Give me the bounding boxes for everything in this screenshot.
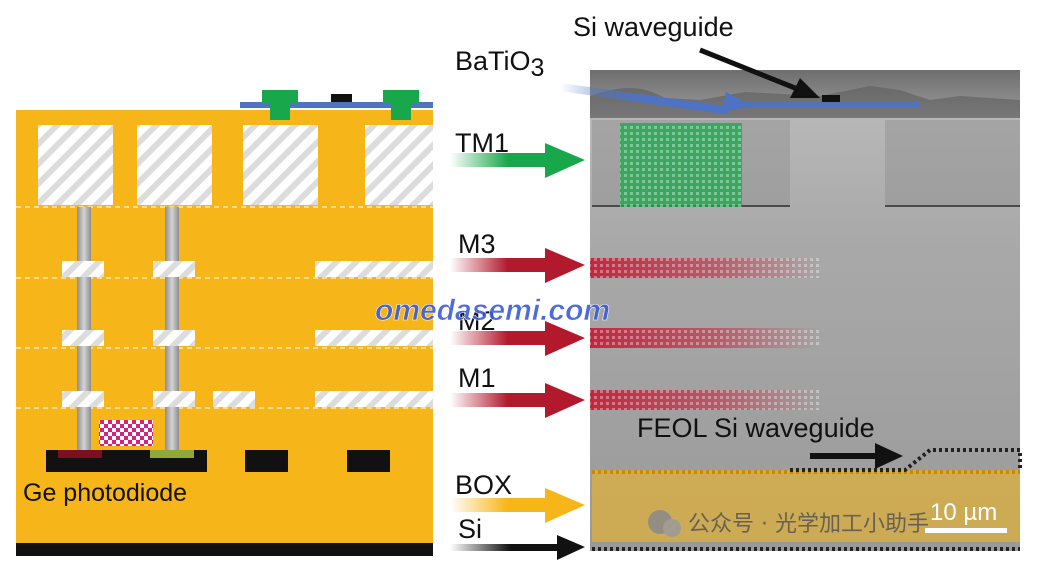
schematic-cross-section: Ge photodiode [16,90,433,556]
sem-tm1-block [885,120,1020,206]
m1-arrow-head [545,383,585,418]
scale-bar [925,528,1007,533]
doped-contact-p [150,450,194,458]
account-watermark: 公众号 · 光学加工小助手 [648,510,929,537]
m1-label: M1 [458,363,496,393]
chat-icon-secondary [663,519,681,537]
top-electrode-right-post [391,104,411,120]
feol-arrow-shaft [810,453,880,459]
si-arrow-shaft [450,544,560,551]
m1-line [213,391,255,407]
box-label: BOX [455,470,512,500]
si-substrate-label: Si [458,514,482,544]
annotation-arrows [450,47,903,560]
si-arrow-head [557,535,585,560]
feol-si-waveguide-label: FEOL Si waveguide [637,413,875,443]
tm1-highlight-dots [620,123,742,207]
top-electrode-left [262,90,298,104]
top-electrode-left-post [270,104,290,120]
tm1-block [38,125,113,205]
si-waveguide-core [331,94,352,102]
m3-arrow-shaft [450,258,555,272]
site-watermark: omedasemi.com [375,294,610,327]
batio3-arrow-head [722,92,752,112]
m2-pad [153,330,195,346]
m1-line [315,391,433,407]
m2-arrow-shaft [450,331,555,345]
tm1-block [137,125,212,205]
m1-highlight-dots [590,390,820,410]
tm1-block [243,125,318,205]
top-electrode-right [383,90,419,104]
ge-photodiode-label: Ge photodiode [23,479,187,507]
feol-arrow-head [875,443,903,469]
m1-arrow-shaft [450,393,555,407]
batio3-label-main: BaTiO [455,46,531,76]
m2-arrow-head [545,321,585,356]
sem-batio3-layer [745,102,920,107]
si-waveguide-arrow-shaft [699,47,801,93]
tm1-arrow-head [545,143,585,178]
si-segment [245,450,288,472]
m3-arrow-head [545,248,585,283]
m3-highlight-dots [590,258,820,278]
ge-contact-plug [99,420,153,446]
sem-micrograph: 10 µm [590,70,1022,551]
si-substrate [16,543,433,556]
tm1-arrow-shaft [450,153,555,167]
si-waveguide-label: Si waveguide [573,12,734,42]
box-arrow-shaft [450,498,555,512]
m1-pad [62,391,104,407]
m2-highlight-dots [590,328,820,348]
box-arrow-head [545,488,585,523]
annotation-labels: Si waveguide BaTiO3 TM1 M3 M2 M1 FEOL Si… [455,12,875,544]
m3-pad [62,261,104,277]
m3-line [315,261,433,277]
m3-pad [153,261,195,277]
m3-label: M3 [458,229,496,259]
si-segment [347,450,390,472]
interlayer-boundaries [16,206,433,409]
tm1-block [365,125,433,205]
si-waveguide-arrow-head [790,78,820,98]
account-watermark-text: 公众号 · 光学加工小助手 [688,512,929,537]
batio3-label-sub: 3 [531,54,545,82]
m2-pad [62,330,104,346]
m1-pad [153,391,195,407]
sem-waveguide-core [822,95,840,102]
m2-line [315,330,433,346]
scale-bar-label: 10 µm [930,499,997,526]
batio3-label: BaTiO3 [455,46,544,82]
batio3-arrow-shaft [559,83,729,115]
doped-contact-n [58,450,102,458]
tm1-label: TM1 [455,128,509,158]
m2-label: M2 [458,306,496,336]
batio3-strip [240,102,433,108]
